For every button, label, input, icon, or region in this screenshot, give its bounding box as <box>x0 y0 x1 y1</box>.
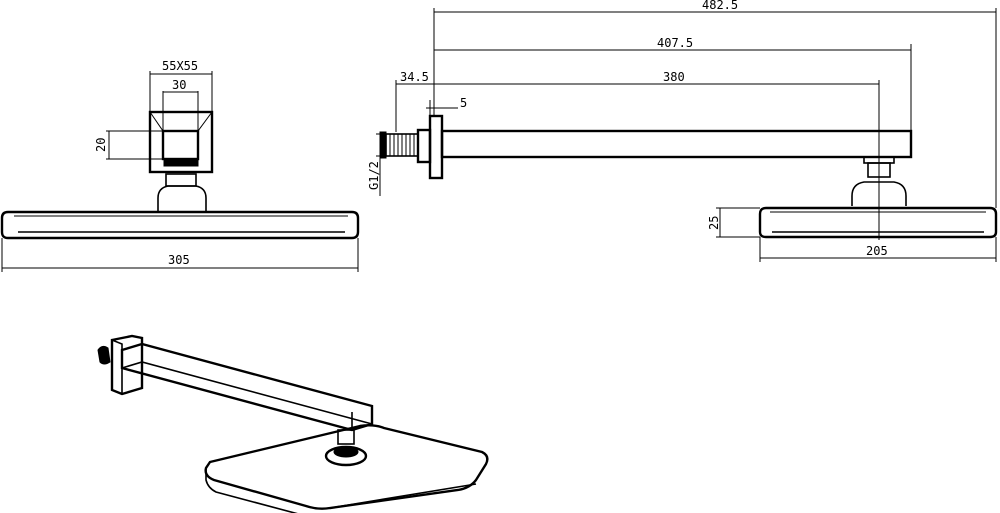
dim-flange-offset: 34.5 <box>400 70 429 84</box>
dim-arm-height: 20 <box>94 138 108 152</box>
front-flange <box>148 110 214 174</box>
front-view: 55X55 30 20 305 <box>0 59 360 272</box>
dim-flange-size: 55X55 <box>162 59 198 73</box>
front-connector <box>157 185 207 212</box>
iso-inlet <box>97 345 111 365</box>
dim-head-width: 305 <box>168 253 190 267</box>
dim-head-thickness: 25 <box>707 216 721 230</box>
iso-flange-edge <box>111 339 123 394</box>
iso-swivel <box>337 429 355 445</box>
dim-thread: G1/2 <box>367 161 381 190</box>
front-flange-corner <box>149 111 164 132</box>
iso-head-edge <box>205 468 298 513</box>
front-flange-corner-2 <box>197 111 213 132</box>
iso-connector-nut <box>333 446 359 458</box>
front-arm-section <box>161 129 200 161</box>
dim-flange-thickness: 5 <box>460 96 467 110</box>
side-inlet-cap <box>379 131 387 159</box>
dim-arm-length: 407.5 <box>657 36 693 50</box>
dim-arm-width: 30 <box>172 78 186 92</box>
iso-head <box>204 424 489 510</box>
dim-inner-length: 380 <box>663 70 685 84</box>
side-flange-cover <box>428 114 444 180</box>
front-nut <box>165 173 197 187</box>
side-arm <box>440 129 913 159</box>
dim-total-length: 482.5 <box>702 0 738 12</box>
front-head-plate <box>0 210 360 240</box>
thread-lines <box>389 134 415 156</box>
isometric-view <box>97 334 489 513</box>
iso-arm <box>120 342 374 432</box>
side-head-plate <box>758 206 998 239</box>
side-view: 482.5 407.5 380 34.5 5 G1/2 25 205 <box>367 0 998 262</box>
iso-head-bottom <box>329 483 477 509</box>
side-flange-base <box>416 128 432 164</box>
iso-flange <box>110 334 144 396</box>
dim-head-depth: 205 <box>866 244 888 258</box>
iso-arm-edge <box>121 361 373 425</box>
front-swivel <box>163 159 199 167</box>
